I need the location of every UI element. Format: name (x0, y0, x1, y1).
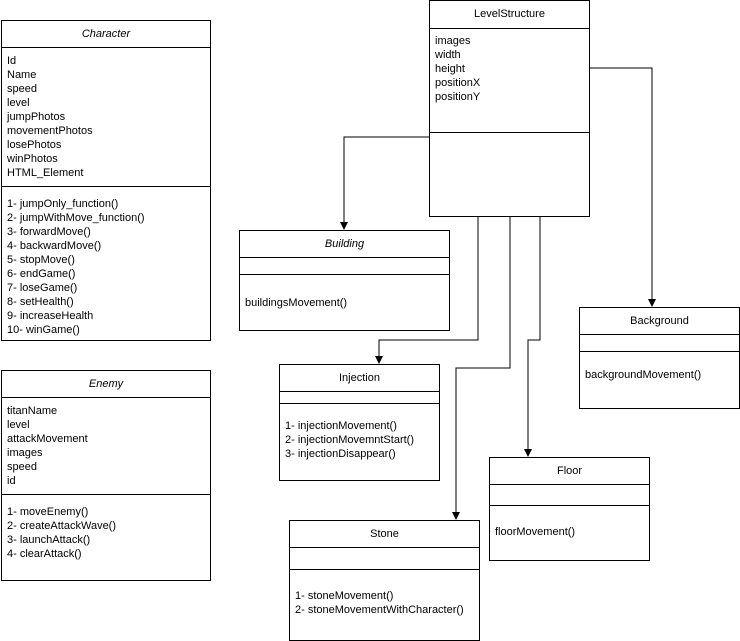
method: 1- stoneMovement() (295, 590, 394, 602)
class-title: Character (2, 21, 210, 48)
class-title: Enemy (2, 371, 210, 398)
class-injection[interactable]: Injection 1- injectionMovement() 2- inje… (279, 364, 440, 481)
attribute: attackMovement (7, 433, 88, 445)
method: 5- stopMove() (7, 254, 75, 266)
class-stone[interactable]: Stone 1- stoneMovement() 2- stoneMovemen… (289, 520, 480, 641)
attributes-section (290, 548, 479, 570)
method: 1- jumpOnly_function() (7, 198, 119, 210)
attribute: speed (7, 83, 37, 95)
method: 9- increaseHealth (7, 310, 94, 322)
attribute: speed (7, 461, 37, 473)
attribute: level (7, 97, 30, 109)
method: 3- injectionDisappear() (285, 448, 396, 460)
methods-section: 1- injectionMovement() 2- injectionMovem… (280, 404, 439, 461)
attributes-section (240, 258, 449, 275)
methods-section: floorMovement() (490, 506, 649, 539)
method: 7- loseGame() (7, 282, 78, 294)
class-floor[interactable]: Floor floorMovement() (489, 457, 650, 561)
methods-section: buildingsMovement() (240, 275, 449, 310)
method: 3- forwardMove() (7, 226, 91, 238)
attribute: Id (7, 55, 17, 67)
method: 2- stoneMovementWithCharacter() (295, 604, 464, 616)
class-title: Building (240, 231, 449, 258)
attribute: images (435, 35, 471, 47)
attributes-section: images width height positionX positionY (430, 29, 589, 133)
attribute: height (435, 63, 465, 75)
attributes-section (280, 392, 439, 404)
method: 2- injectionMovemntStart() (285, 434, 414, 446)
methods-section: 1- jumpOnly_function() 2- jumpWithMove_f… (2, 187, 210, 337)
class-title: Injection (280, 365, 439, 392)
method: backgroundMovement() (585, 369, 702, 381)
attribute: losePhotos (7, 139, 62, 151)
class-title: Background (580, 308, 739, 335)
class-background[interactable]: Background backgroundMovement() (579, 307, 740, 409)
method: buildingsMovement() (245, 297, 348, 309)
attribute: jumpPhotos (7, 111, 66, 123)
attribute: titanName (7, 405, 58, 417)
class-title: LevelStructure (430, 1, 589, 29)
attributes-section: titanName level attackMovement images sp… (2, 398, 210, 495)
methods-section: backgroundMovement() (580, 352, 739, 382)
attribute: Name (7, 69, 37, 81)
arrow-levelstructure-to-background (590, 67, 656, 307)
attributes-section (580, 335, 739, 352)
attributes-section (490, 485, 649, 506)
class-building[interactable]: Building buildingsMovement() (239, 230, 450, 331)
attribute: HTML_Element (7, 167, 84, 179)
attributes-section: Id Name speed level jumpPhotos movementP… (2, 48, 210, 187)
arrow-levelstructure-to-injection (375, 217, 479, 364)
class-enemy[interactable]: Enemy titanName level attackMovement ima… (1, 370, 211, 581)
attribute: width (435, 49, 461, 61)
class-level-structure[interactable]: LevelStructure images width height posit… (429, 0, 590, 217)
class-title: Stone (290, 521, 479, 548)
class-title: Floor (490, 458, 649, 485)
attribute: positionY (435, 91, 481, 103)
method: 3- launchAttack() (7, 534, 91, 546)
methods-section: 1- stoneMovement() 2- stoneMovementWithC… (290, 570, 479, 617)
method: 10- winGame() (7, 324, 80, 336)
method: 2- jumpWithMove_function() (7, 212, 145, 224)
methods-section (430, 133, 589, 136)
class-character[interactable]: Character Id Name speed level jumpPhotos… (1, 20, 211, 341)
method: 8- setHealth() (7, 296, 74, 308)
attribute: movementPhotos (7, 125, 93, 137)
method: 1- injectionMovement() (285, 420, 397, 432)
attribute: images (7, 447, 43, 459)
method: 4- clearAttack() (7, 548, 82, 560)
method: floorMovement() (495, 526, 576, 538)
arrow-levelstructure-to-floor (524, 217, 541, 457)
arrow-levelstructure-to-building (340, 136, 430, 230)
attribute: level (7, 419, 30, 431)
attribute: id (7, 475, 16, 487)
method: 1- moveEnemy() (7, 506, 89, 518)
method: 6- endGame() (7, 268, 76, 280)
attribute: winPhotos (7, 153, 58, 165)
method: 2- createAttackWave() (7, 520, 117, 532)
method: 4- backwardMove() (7, 240, 102, 252)
arrow-levelstructure-to-stone (452, 217, 511, 520)
attribute: positionX (435, 77, 481, 89)
methods-section: 1- moveEnemy() 2- createAttackWave() 3- … (2, 495, 210, 561)
